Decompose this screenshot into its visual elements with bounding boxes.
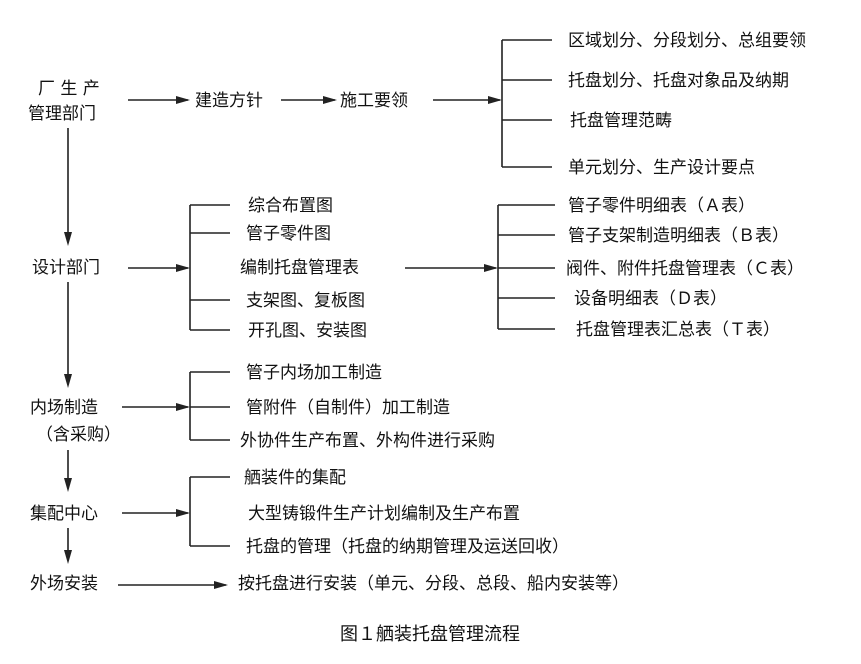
design-item: 管子零件图 [246,224,331,244]
inhouse-dept-label-line1: 内场制造 [30,398,98,418]
arrowhead-design [64,232,72,246]
arrowhead-assembly-items [176,509,190,517]
assembly-item: 舾装件的集配 [244,468,346,488]
pallet-table-item: 设备明细表（Ｄ表） [574,289,727,309]
pallet-table-item: 管子零件明细表（Ａ表） [568,196,755,216]
design-item: 编制托盘管理表 [240,258,359,278]
production-item: 托盘划分、托盘对象品及纳期 [568,71,789,91]
inhouse-dept-label-line2: （含采购） [36,425,121,445]
arrowhead-install [214,581,228,589]
production-dept-label-line1: 厂 生 产 [38,79,100,99]
policy-node: 建造方针 [195,91,263,111]
arrowhead-guideline-items [488,96,502,104]
arrowhead-pallet-tables [484,264,498,272]
production-item: 区域划分、分段划分、总组要领 [568,31,806,51]
inhouse-item: 管子内场加工制造 [246,363,382,383]
guideline-node: 施工要领 [340,91,408,111]
install-item: 按托盘进行安装（单元、分段、总段、船内安装等） [238,574,629,594]
pallet-table-item: 管子支架制造明细表（Ｂ表） [568,226,789,246]
pallet-table-item: 托盘管理表汇总表（Ｔ表） [576,320,780,340]
arrowhead-inhouse-items [176,403,190,411]
design-dept-label: 设计部门 [32,258,100,278]
production-item: 单元划分、生产设计要点 [568,158,755,178]
assembly-item: 大型铸锻件生产计划编制及生产布置 [248,504,520,524]
assembly-item: 托盘的管理（托盘的纳期管理及运送回收） [246,537,569,557]
production-dept-label-line2: 管理部门 [28,104,96,124]
inhouse-item: 管附件（自制件）加工制造 [246,398,450,418]
production-item: 托盘管理范畴 [570,111,672,131]
arrowhead-policy [176,96,190,104]
figure-caption: 图１舾装托盘管理流程 [340,624,520,645]
assembly-center-label: 集配中心 [30,504,98,524]
inhouse-item: 外协件生产布置、外构件进行采购 [240,431,495,451]
arrowhead-guideline [323,96,337,104]
pallet-table-item: 阀件、附件托盘管理表（Ｃ表） [566,259,804,279]
design-item: 综合布置图 [248,196,333,216]
arrowhead-outfield [64,550,72,564]
design-item: 开孔图、安装图 [248,321,367,341]
outfield-install-label: 外场安装 [30,574,98,594]
design-item: 支架图、复板图 [246,291,365,311]
arrowhead-inhouse [64,374,72,388]
arrowhead-assembly [64,478,72,492]
arrowhead-design-items [176,264,190,272]
